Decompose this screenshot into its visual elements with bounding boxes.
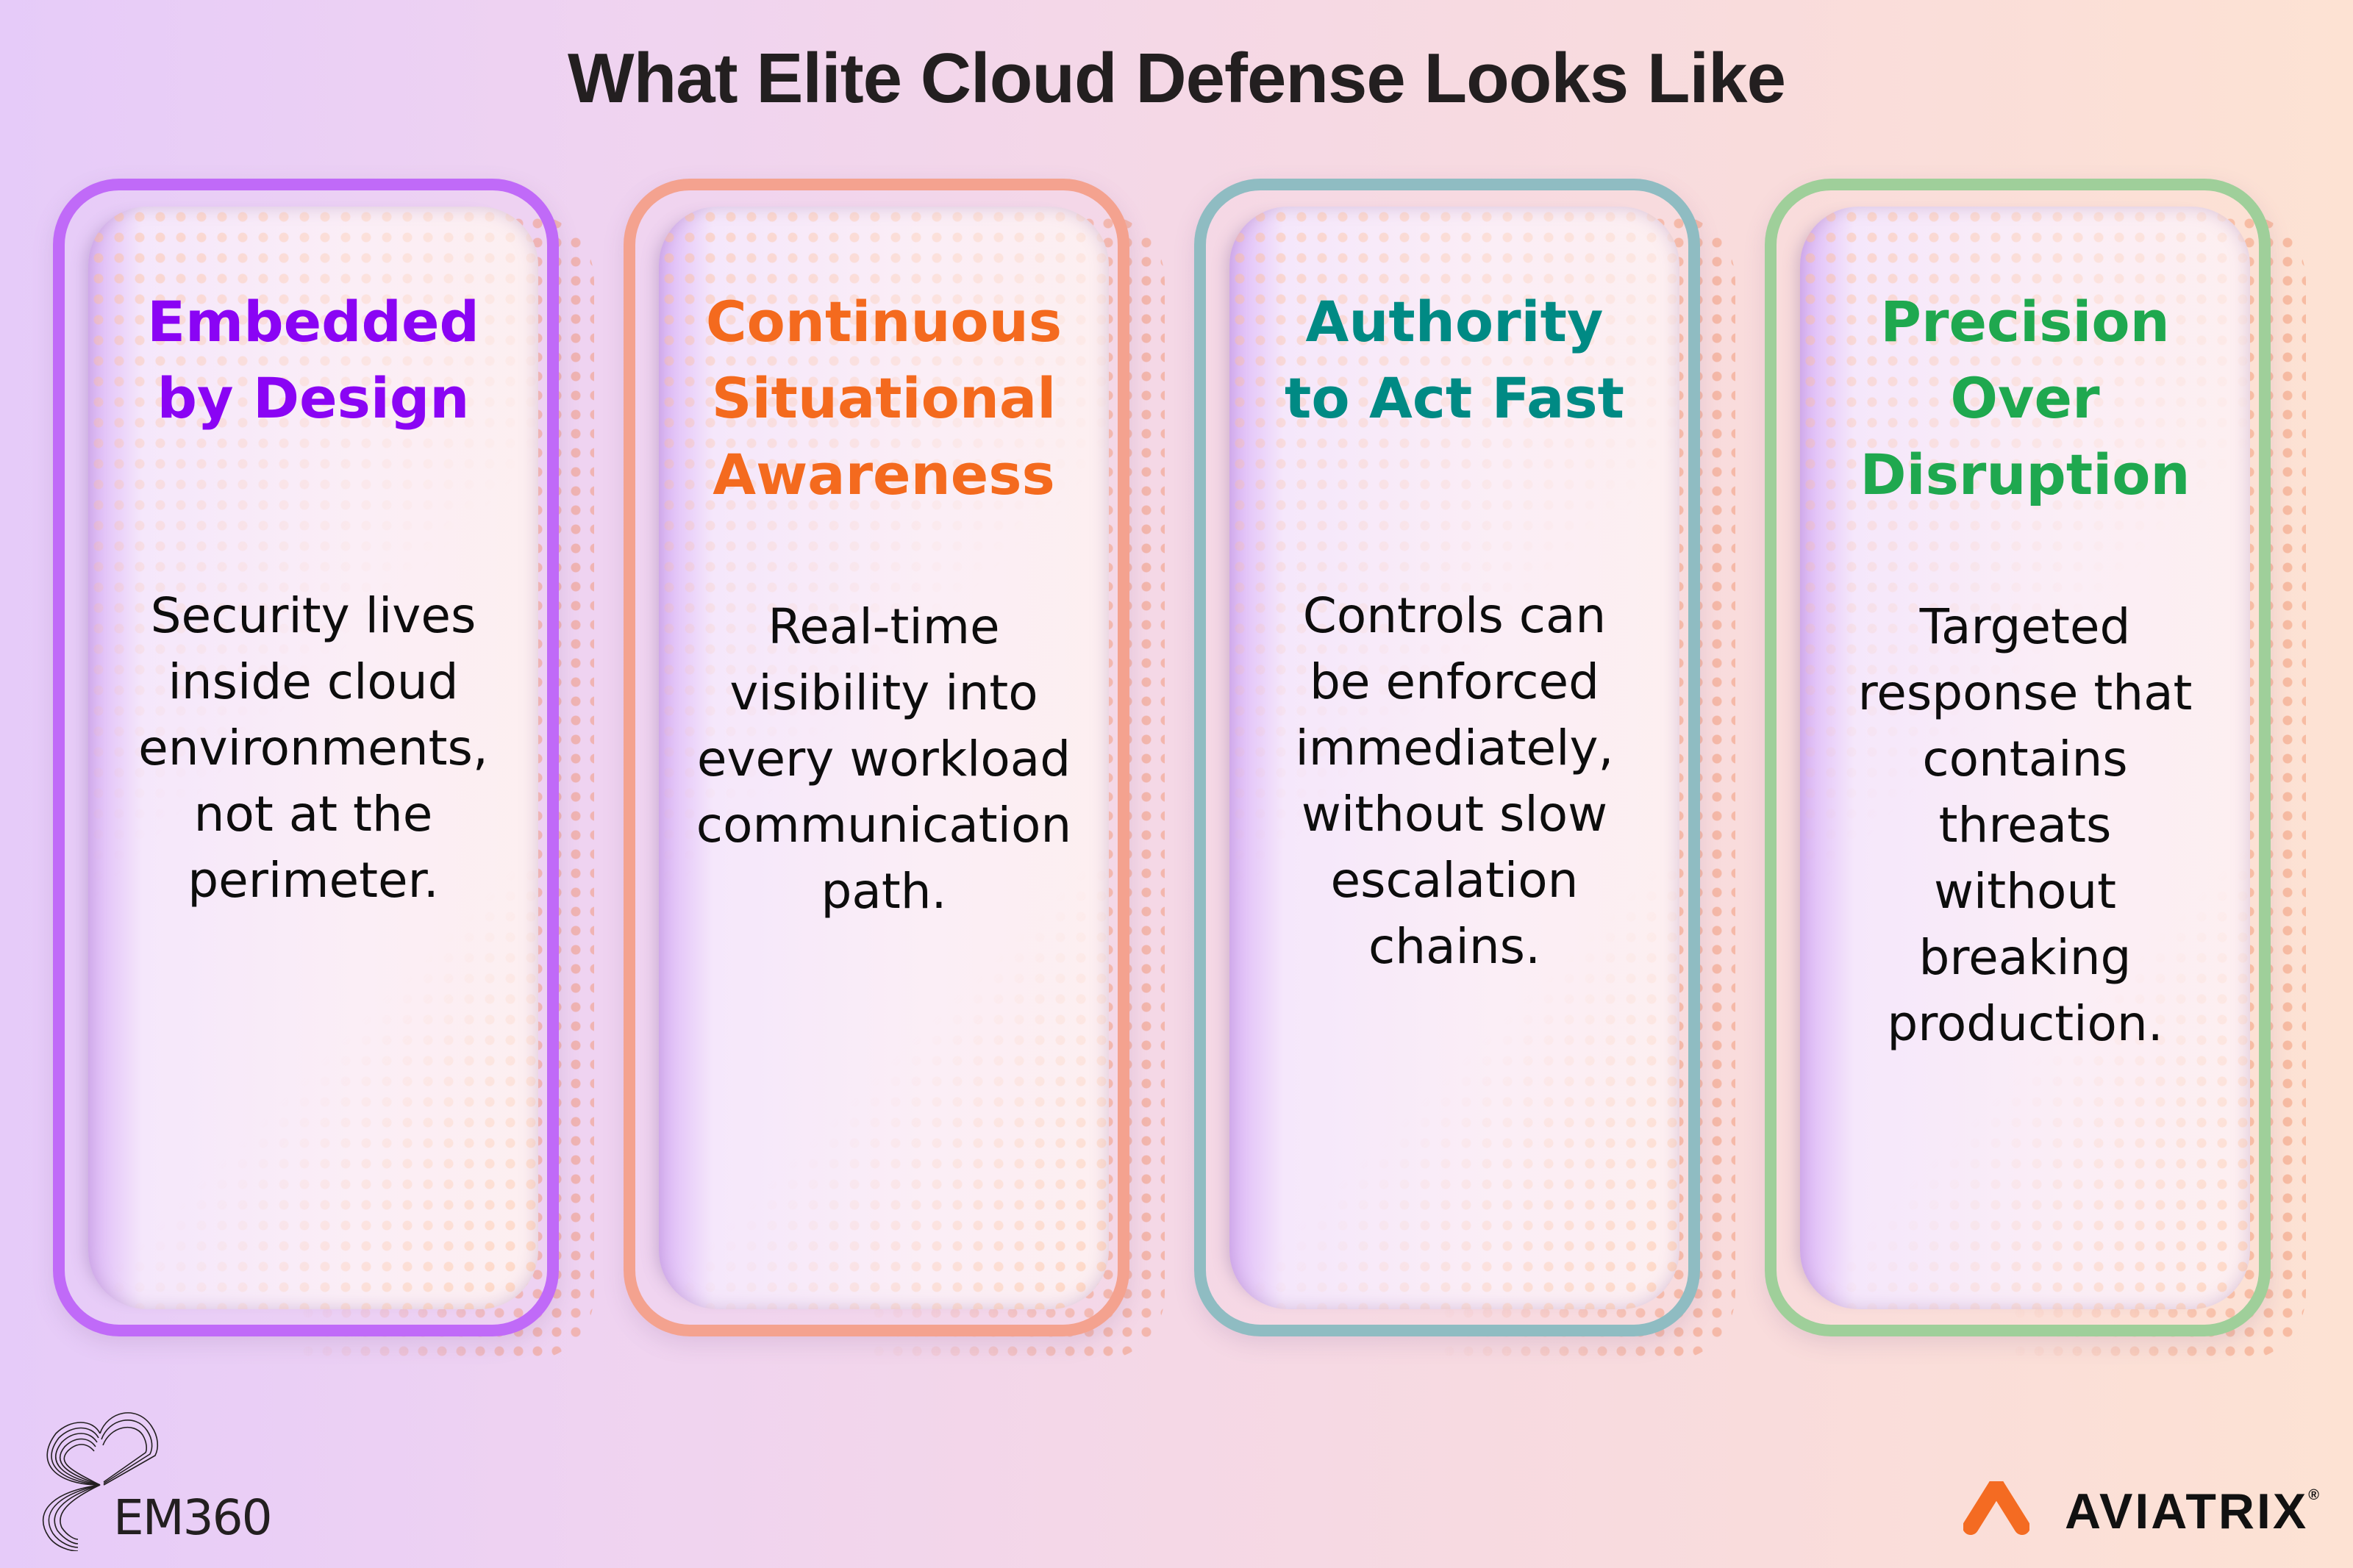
card-body: Security lives inside cloud environments… [138, 587, 488, 909]
card-precision-over-disruption: Precision Over Disruption Targeted respo… [1765, 179, 2306, 1361]
card-body: Real-time visibility into every workload… [696, 598, 1072, 920]
card-heading: Authority to Act Fast [1285, 289, 1624, 431]
card-outline [624, 179, 1129, 1336]
aviatrix-name: AVIATRIX [2065, 1483, 2309, 1539]
card-body: Controls can be enforced immediately, wi… [1295, 587, 1614, 975]
aviatrix-chevron-icon [1963, 1481, 2029, 1535]
card-heading: Precision Over Disruption [1860, 289, 2190, 507]
page-title: What Elite Cloud Defense Looks Like [568, 39, 1786, 118]
card-authority-to-act-fast: Authority to Act Fast Controls can be en… [1194, 179, 1735, 1361]
registered-mark: ® [2308, 1487, 2322, 1503]
em360-wordmark: EM360 [113, 1489, 273, 1546]
card-outline [1765, 179, 2271, 1336]
card-body: Targeted response that contains threats … [1857, 598, 2193, 1052]
card-panel: Precision Over Disruption Targeted respo… [1800, 207, 2250, 1309]
card-embedded-by-design: Embedded by Design Security lives inside… [53, 179, 594, 1361]
card-panel: Embedded by Design Security lives inside… [88, 207, 538, 1309]
card-outline [1194, 179, 1700, 1336]
card-heading: Embedded by Design [147, 289, 479, 431]
card-panel: Authority to Act Fast Controls can be en… [1229, 207, 1679, 1309]
aviatrix-wordmark: AVIATRIX® [2065, 1483, 2321, 1540]
card-heading: Continuous Situational Awareness [705, 289, 1063, 507]
card-panel: Continuous Situational Awareness Real-ti… [659, 207, 1109, 1309]
em360-cloud-lines-icon [42, 1412, 159, 1551]
em360-logo: EM360 [26, 1404, 276, 1551]
card-outline [53, 179, 559, 1336]
aviatrix-logo: AVIATRIX® [1963, 1481, 2331, 1540]
card-continuous-situational-awareness: Continuous Situational Awareness Real-ti… [624, 179, 1165, 1361]
